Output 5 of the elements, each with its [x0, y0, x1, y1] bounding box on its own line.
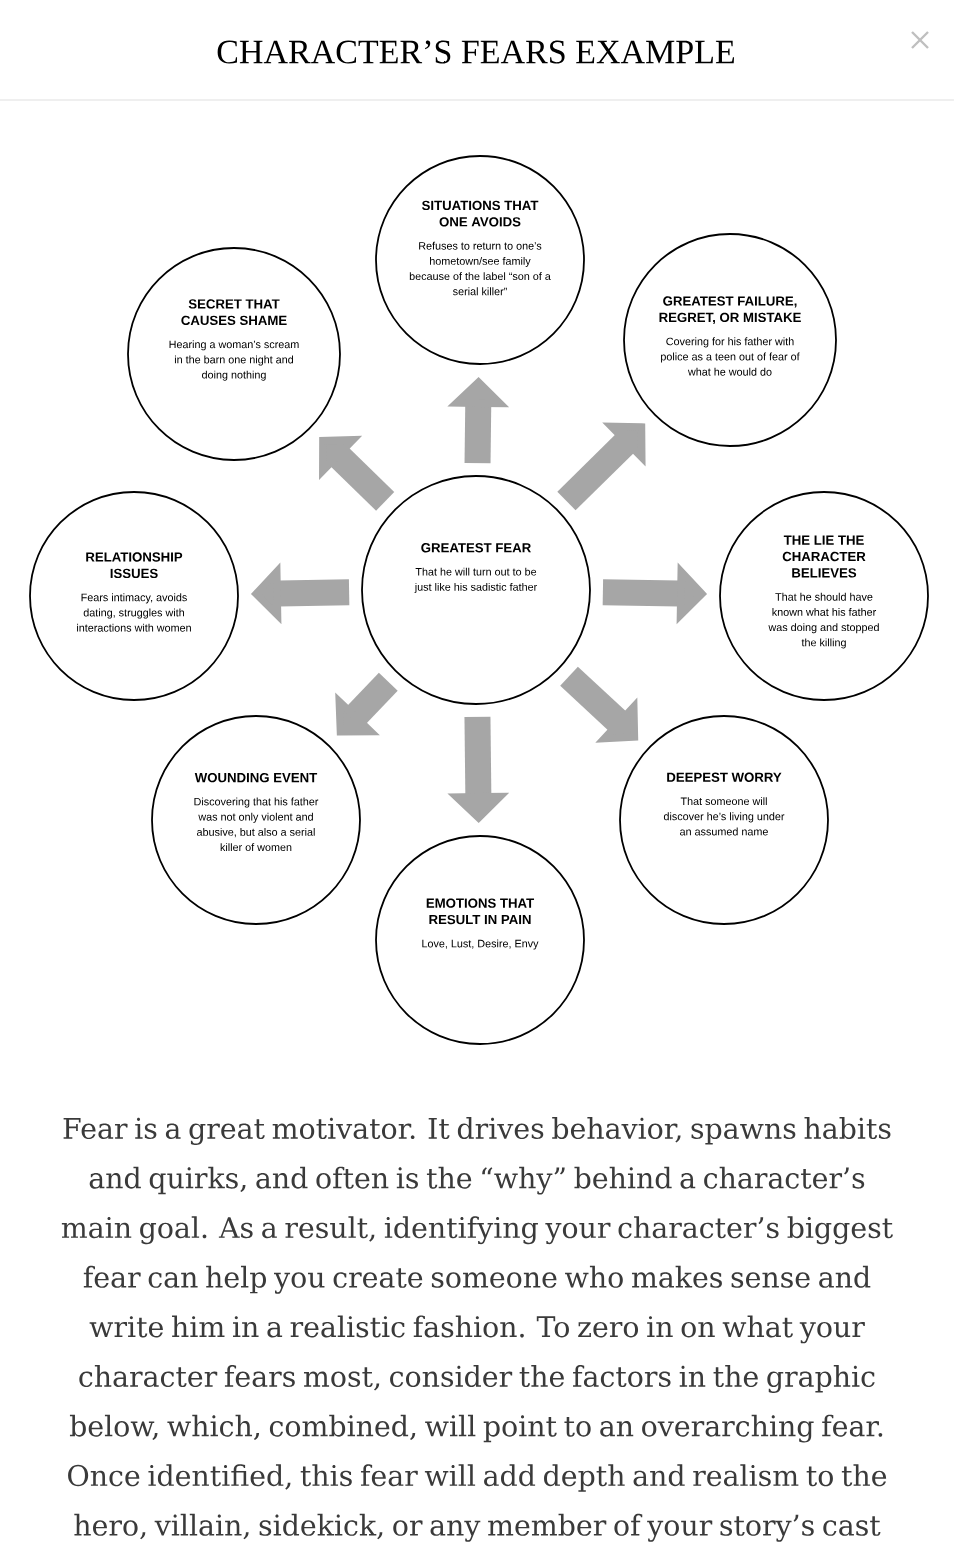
block-arrow [335, 672, 398, 736]
block-arrow [560, 666, 639, 743]
paragraph: Fear is a great motivator. It drives behavior, spawns habits and quirks, and often is the “why” behind a character’s main goal. As a result, identifying your character’s biggest fear can help you create someone who makes sense and write him in a realistic fashion. To zero in on what your character fears most, consider the factors in the graphic below, which, combined, will point to an overarching fear. Once identified, this fear will add depth and realism to the hero, villain, sidekick, or any member of your story’s cast [61, 1117, 893, 1542]
block-arrow [557, 422, 646, 511]
title: CHARACTER’S FEARS EXAMPLE [217, 40, 735, 64]
